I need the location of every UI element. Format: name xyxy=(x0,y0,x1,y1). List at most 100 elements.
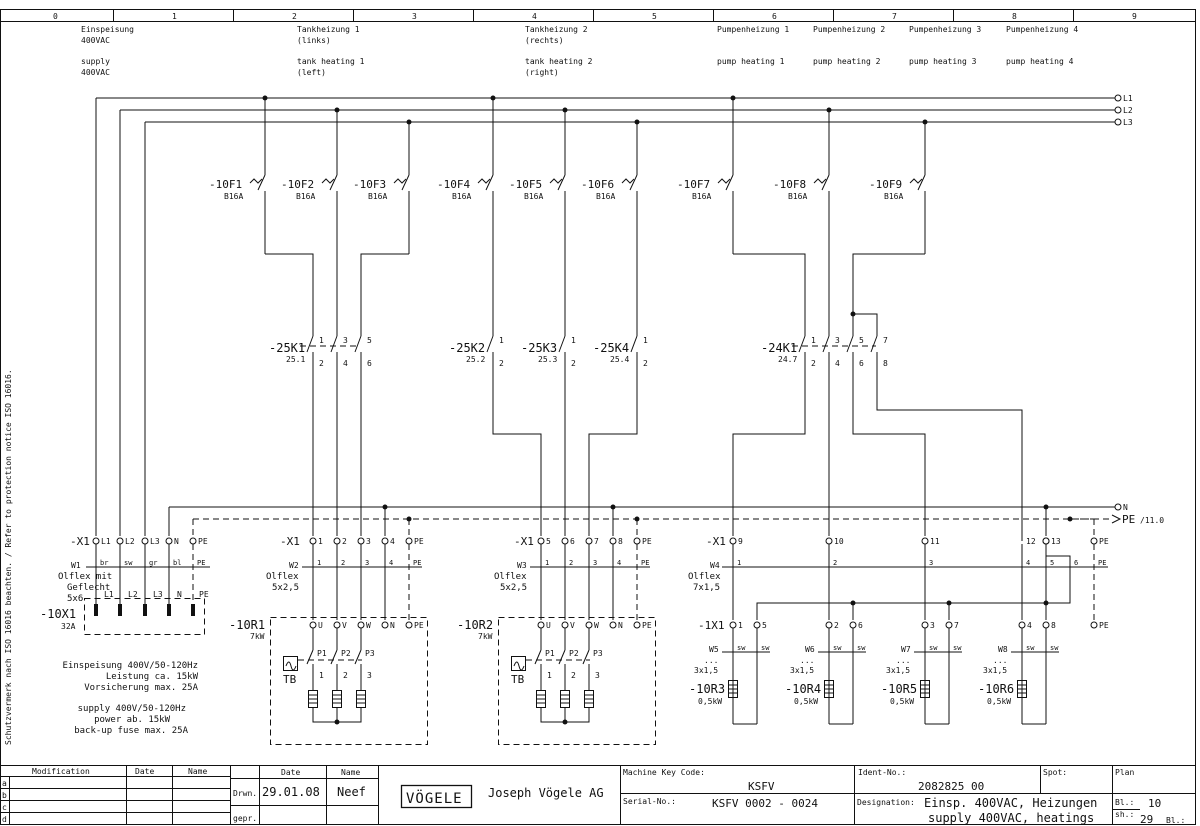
logo-text: VÖGELE xyxy=(406,789,463,807)
drawn-label: Drwn. xyxy=(233,789,257,798)
svg-text:1: 1 xyxy=(319,671,324,680)
svg-text:P1: P1 xyxy=(317,649,327,658)
section-headers: Einspeisung 400VAC supply 400VAC Tankhei… xyxy=(81,25,1078,77)
terminal-label: -X1 xyxy=(706,535,726,548)
svg-text:N: N xyxy=(174,537,179,546)
cable-w2-type: Olflex xyxy=(266,572,299,582)
header-tank2-de: Tankheizung 2 xyxy=(525,25,588,34)
contactor-25k4: 12 -25K4 25.4 xyxy=(588,330,648,536)
header-pump2-de: Pumpenheizung 2 xyxy=(813,25,885,34)
svg-text:3: 3 xyxy=(367,671,372,680)
svg-text:U: U xyxy=(318,621,323,630)
drawn-date: 29.01.08 xyxy=(262,785,320,799)
cable-w8-size: 3x1,5 xyxy=(983,666,1007,675)
svg-text:sw: sw xyxy=(833,644,842,652)
svg-text:PE: PE xyxy=(414,621,424,630)
header-tank1-de: Tankheizung 1 xyxy=(297,25,360,34)
title-block: Modification Date Name a b c d Date Name… xyxy=(0,765,1196,826)
contactor-label: -25K4 xyxy=(593,341,629,355)
svg-text:3: 3 xyxy=(593,559,597,567)
machine-key: KSFV xyxy=(748,780,775,793)
vogele-logo xyxy=(400,784,473,809)
svg-text:1: 1 xyxy=(545,559,549,567)
svg-text:sw: sw xyxy=(953,644,962,652)
col-modification: Modification xyxy=(32,767,90,776)
svg-text:2: 2 xyxy=(569,559,573,567)
bus-label-pe-ref: /11.0 xyxy=(1140,516,1164,525)
thermostat-label: TB xyxy=(283,673,297,686)
cable-w2-label: W2 xyxy=(289,561,299,570)
heater-label: -10R2 xyxy=(457,618,493,632)
breaker-label: -10F8 xyxy=(773,178,806,191)
heater-label: -10R6 xyxy=(978,682,1014,696)
column-6: 6 xyxy=(772,12,777,21)
svg-text:2: 2 xyxy=(343,671,348,680)
cable-w4-type: Olflex xyxy=(688,572,721,582)
header-tank2-de-side: (rechts) xyxy=(525,36,564,45)
cable-w2-size: 5x2,5 xyxy=(272,583,299,593)
plan-label: Plan xyxy=(1115,768,1134,777)
cable-w3-label: W3 xyxy=(517,561,527,570)
company-name: Joseph Vögele AG xyxy=(488,786,604,800)
svg-text:PE: PE xyxy=(198,537,208,546)
svg-text:3: 3 xyxy=(929,559,933,567)
svg-text:3: 3 xyxy=(366,537,371,546)
breaker-rating: B16A xyxy=(452,192,471,201)
breaker-rating: B16A xyxy=(788,192,807,201)
row-d: d xyxy=(2,815,7,824)
svg-text:4: 4 xyxy=(343,359,348,368)
protection-notice: Schutzvermerk nach ISO 16016 beachten. /… xyxy=(4,369,13,745)
breaker-label: -10F1 xyxy=(209,178,242,191)
svg-text:U: U xyxy=(546,621,551,630)
bus-label-n: N xyxy=(1123,503,1128,512)
header-pump4-de: Pumpenheizung 4 xyxy=(1006,25,1078,34)
svg-text:V: V xyxy=(342,621,347,630)
plug-pin-l3: L3 xyxy=(153,590,163,599)
cable-w1-size: 5x6 xyxy=(67,594,83,604)
breaker-10f6: -10F6 B16A xyxy=(581,122,638,330)
svg-text:2: 2 xyxy=(571,359,576,368)
cable-w4-label: W4 xyxy=(710,561,720,570)
breaker-10f8: -10F8 B16A xyxy=(773,110,830,254)
terminal-label: -1X1 xyxy=(698,619,725,632)
header-pump3-de: Pumpenheizung 3 xyxy=(909,25,981,34)
svg-text:2: 2 xyxy=(834,621,839,630)
svg-text:1: 1 xyxy=(571,336,576,345)
svg-text:PE: PE xyxy=(642,537,652,546)
heater-power: 0,5kW xyxy=(987,697,1011,706)
svg-text:2: 2 xyxy=(643,359,648,368)
cable-w5-size: 3x1,5 xyxy=(694,666,718,675)
breaker-10f1: -10F1 B16A xyxy=(209,98,266,254)
svg-text:4: 4 xyxy=(390,537,395,546)
svg-text:5: 5 xyxy=(859,336,864,345)
header-tank1-en-side: (left) xyxy=(297,68,326,77)
svg-text:7: 7 xyxy=(594,537,599,546)
svg-text:1: 1 xyxy=(499,336,504,345)
header-tank1-en: tank heating 1 xyxy=(297,57,365,66)
column-7: 7 xyxy=(892,12,897,21)
terminal-label: -X1 xyxy=(70,535,90,548)
heater-label: -10R5 xyxy=(881,682,917,696)
svg-text:12: 12 xyxy=(1026,537,1036,546)
breaker-rating: B16A xyxy=(524,192,543,201)
svg-text:sw: sw xyxy=(1050,644,1059,652)
column-ruler: 0 1 2 3 4 5 6 7 8 9 xyxy=(53,12,1137,21)
row-b: b xyxy=(2,791,7,800)
sheets-suffix: Bl.: xyxy=(1166,816,1185,825)
svg-text:1: 1 xyxy=(317,559,321,567)
contactor-label: -24K1 xyxy=(761,341,797,355)
svg-text:L3: L3 xyxy=(150,537,160,546)
note-de-supply: Einspeisung 400V/50-120Hz xyxy=(63,661,198,671)
breaker-rating: B16A xyxy=(884,192,903,201)
sheet-frame xyxy=(0,9,1196,825)
note-en-supply: supply 400V/50-120Hz xyxy=(78,704,186,714)
svg-text:6: 6 xyxy=(570,537,575,546)
svg-text:1: 1 xyxy=(547,671,552,680)
heater-power: 0,5kW xyxy=(698,697,722,706)
svg-text:1: 1 xyxy=(738,621,743,630)
svg-text:5: 5 xyxy=(367,336,372,345)
thermostat-label: TB xyxy=(511,673,525,686)
breaker-rating: B16A xyxy=(296,192,315,201)
